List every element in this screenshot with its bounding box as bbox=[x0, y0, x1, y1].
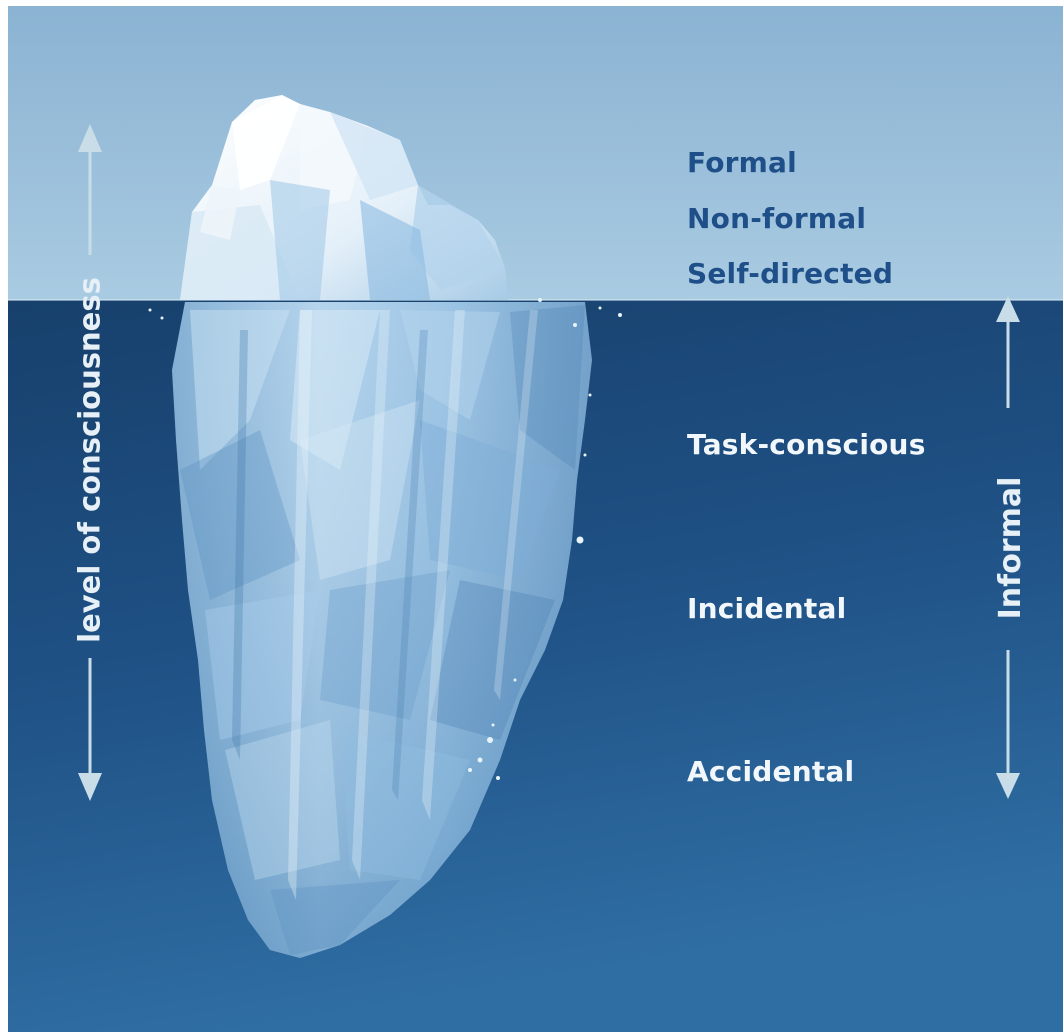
label-task-conscious: Task-conscious bbox=[687, 428, 926, 461]
informal-label: Informal bbox=[993, 476, 1028, 620]
bubbles bbox=[148, 298, 622, 780]
informal-arrow bbox=[996, 296, 1020, 799]
label-formal: Formal bbox=[687, 146, 797, 179]
label-non-formal: Non-formal bbox=[687, 202, 867, 235]
label-self-directed: Self-directed bbox=[687, 257, 894, 290]
frame-left bbox=[0, 0, 8, 1032]
label-incidental: Incidental bbox=[687, 592, 847, 625]
label-accidental: Accidental bbox=[687, 755, 855, 788]
frame-top bbox=[0, 0, 1063, 6]
iceberg-submerged bbox=[172, 302, 592, 958]
sky bbox=[0, 0, 1063, 300]
iceberg-tip bbox=[180, 95, 508, 300]
level-of-consciousness-label: level of consciousness bbox=[72, 277, 107, 643]
consciousness-arrow bbox=[78, 124, 102, 801]
